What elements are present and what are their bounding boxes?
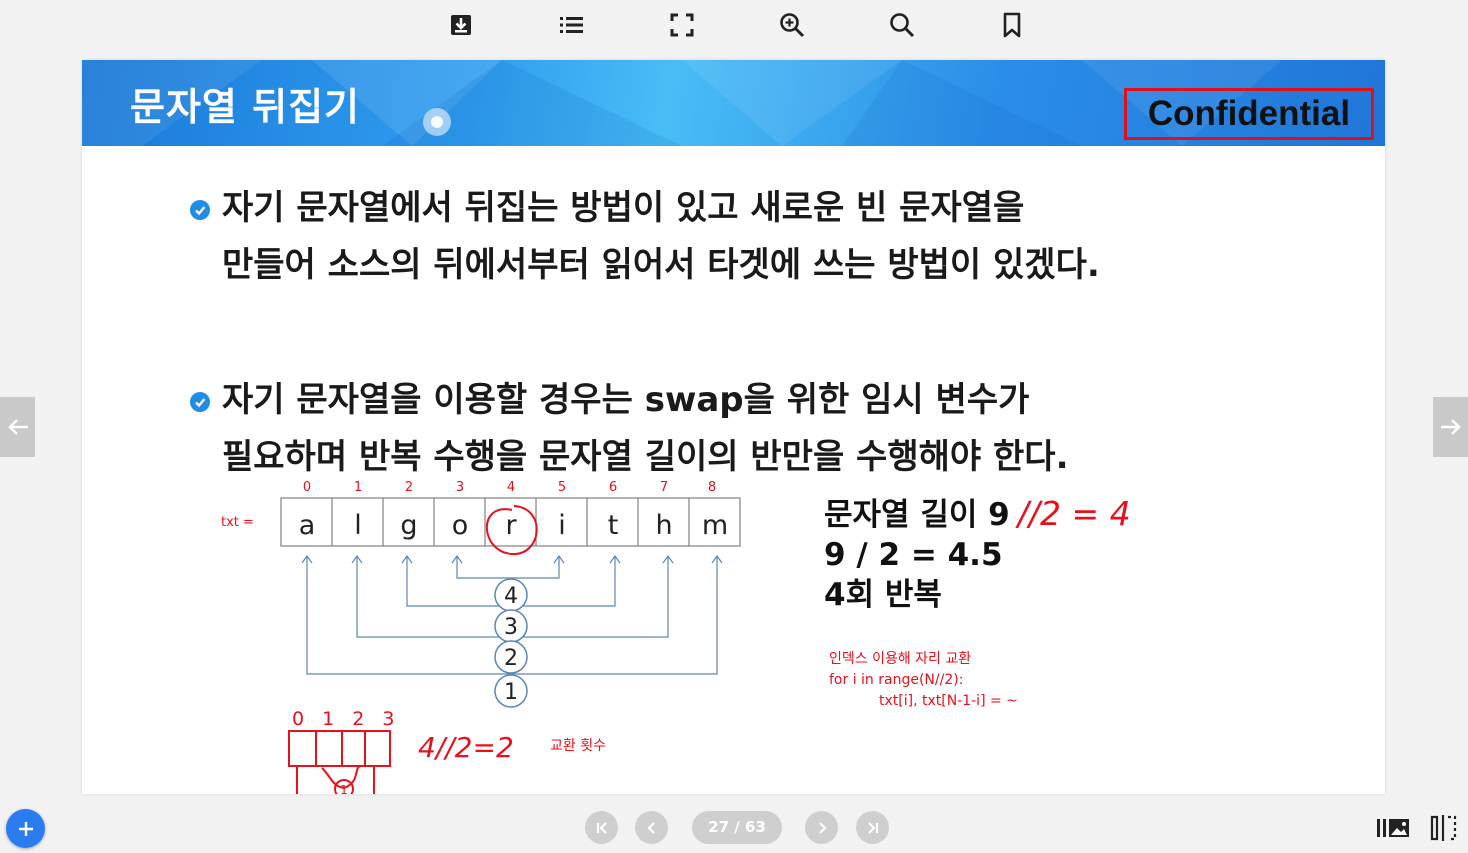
- length-info: 문자열 길이 9//2 = 4 9 / 2 = 4.5 4회 반복: [824, 494, 1131, 615]
- check-bullet-icon: [190, 200, 210, 220]
- chevron-left-icon: [647, 821, 655, 834]
- bullet-text-1-line-2: 만들어 소스의 뒤에서부터 읽어서 타겟에 쓰는 방법이 있겠다.: [222, 245, 1100, 285]
- index-label: 2: [405, 480, 413, 495]
- swap-step-label: 2: [504, 646, 518, 671]
- confidential-label: Confidential: [1124, 88, 1374, 140]
- char-cells: [280, 497, 741, 547]
- slide: 문자열 뒤집기 Confidential 자기 문자열에서 뒤집는 방법이 있고…: [82, 60, 1385, 794]
- code-note: 인덱스 이용해 자리 교환 for i in range(N//2): txt[…: [829, 649, 1018, 712]
- download-icon[interactable]: [444, 8, 478, 42]
- sketch-digits: 0 1 2 3: [292, 708, 400, 730]
- txt-label: txt =: [221, 515, 254, 530]
- handwritten-calc: //2 = 4: [1017, 494, 1131, 533]
- sketch-circle-1: 1: [340, 783, 348, 794]
- sketch-label: 교환 횟수: [550, 738, 606, 754]
- char-cell: m: [702, 510, 728, 541]
- add-button[interactable]: [6, 809, 45, 848]
- split-view-icon[interactable]: [1427, 814, 1461, 842]
- red-circle-mark: [485, 505, 538, 556]
- prev-page-button[interactable]: [635, 811, 668, 844]
- length-line: 문자열 길이 9//2 = 4: [824, 494, 1131, 535]
- slide-title: 문자열 뒤집기: [130, 85, 360, 129]
- index-labels: 0 1 2 3 4 5 6 7 8: [303, 480, 716, 495]
- char-cell: h: [655, 510, 672, 541]
- char-cell: a: [299, 510, 316, 541]
- index-label: 6: [609, 480, 617, 495]
- slide-banner: 문자열 뒤집기 Confidential: [82, 60, 1385, 146]
- index-label: 4: [507, 480, 515, 495]
- first-page-icon: [596, 821, 607, 834]
- banner-pattern: [82, 60, 1282, 146]
- index-label: 5: [558, 480, 566, 495]
- search-icon[interactable]: [885, 8, 919, 42]
- index-label: 0: [303, 480, 311, 495]
- check-bullet-icon: [190, 392, 210, 412]
- toolbar: [0, 0, 1468, 52]
- swap-step-label: 4: [504, 584, 518, 609]
- index-label: 1: [354, 480, 362, 495]
- handwritten-sketch: 0 1 2 3 1 2 4//2=2 교환 횟수: [288, 708, 606, 794]
- bookmark-icon[interactable]: [995, 8, 1029, 42]
- division-text: 9 / 2 = 4.5: [824, 537, 1003, 573]
- swap-step-circles: [494, 578, 528, 708]
- swap-step-label: 1: [504, 680, 518, 705]
- prev-slide-arrow[interactable]: [0, 397, 35, 457]
- arrow-right-icon: [1440, 419, 1461, 435]
- list-icon[interactable]: [554, 8, 588, 42]
- last-page-icon: [867, 821, 878, 834]
- char-values: a l g o r i t h m: [299, 510, 728, 541]
- note-line-3: txt[i], txt[N-1-i] = ~: [879, 693, 1018, 709]
- index-label: 8: [708, 480, 716, 495]
- char-cell: g: [400, 510, 417, 541]
- bullet-text-2-line-1: 자기 문자열을 이용할 경우는 swap을 위한 임시 변수가: [222, 380, 1030, 420]
- plus-icon: [18, 821, 33, 836]
- bullet-text-2-line-2: 필요하며 반복 수행을 문자열 길이의 반만을 수행해야 한다.: [222, 437, 1069, 477]
- char-cell: o: [452, 510, 469, 541]
- char-cell: l: [354, 510, 362, 541]
- index-label: 3: [456, 480, 464, 495]
- arrow-left-icon: [7, 419, 28, 435]
- string-reverse-diagram: txt = 0 1 2 3 4 5 6 7 8 a l g o r i t: [221, 480, 741, 794]
- sketch-formula: 4//2=2: [418, 731, 514, 764]
- swap-step-label: 3: [504, 615, 518, 640]
- repeat-text: 4회 반복: [824, 577, 942, 613]
- last-page-button[interactable]: [856, 811, 889, 844]
- char-cell: i: [558, 510, 566, 541]
- next-page-button[interactable]: [805, 811, 838, 844]
- first-page-button[interactable]: [585, 811, 618, 844]
- next-slide-arrow[interactable]: [1433, 397, 1468, 457]
- page-indicator[interactable]: 27 / 63: [692, 811, 782, 844]
- note-line-1: 인덱스 이용해 자리 교환: [829, 651, 972, 667]
- zoom-in-icon[interactable]: [775, 8, 809, 42]
- note-line-2: for i in range(N//2):: [829, 672, 964, 688]
- gallery-view-icon[interactable]: [1376, 814, 1410, 842]
- char-array-box: [280, 497, 741, 547]
- length-text: 문자열 길이 9: [824, 497, 1010, 533]
- chevron-right-icon: [818, 821, 826, 834]
- bullet-text-1-line-1: 자기 문자열에서 뒤집는 방법이 있고 새로운 빈 문자열을: [222, 188, 1025, 228]
- char-cell: r: [505, 510, 517, 541]
- fullscreen-icon[interactable]: [665, 8, 699, 42]
- index-label: 7: [660, 480, 668, 495]
- char-cell: t: [608, 510, 619, 541]
